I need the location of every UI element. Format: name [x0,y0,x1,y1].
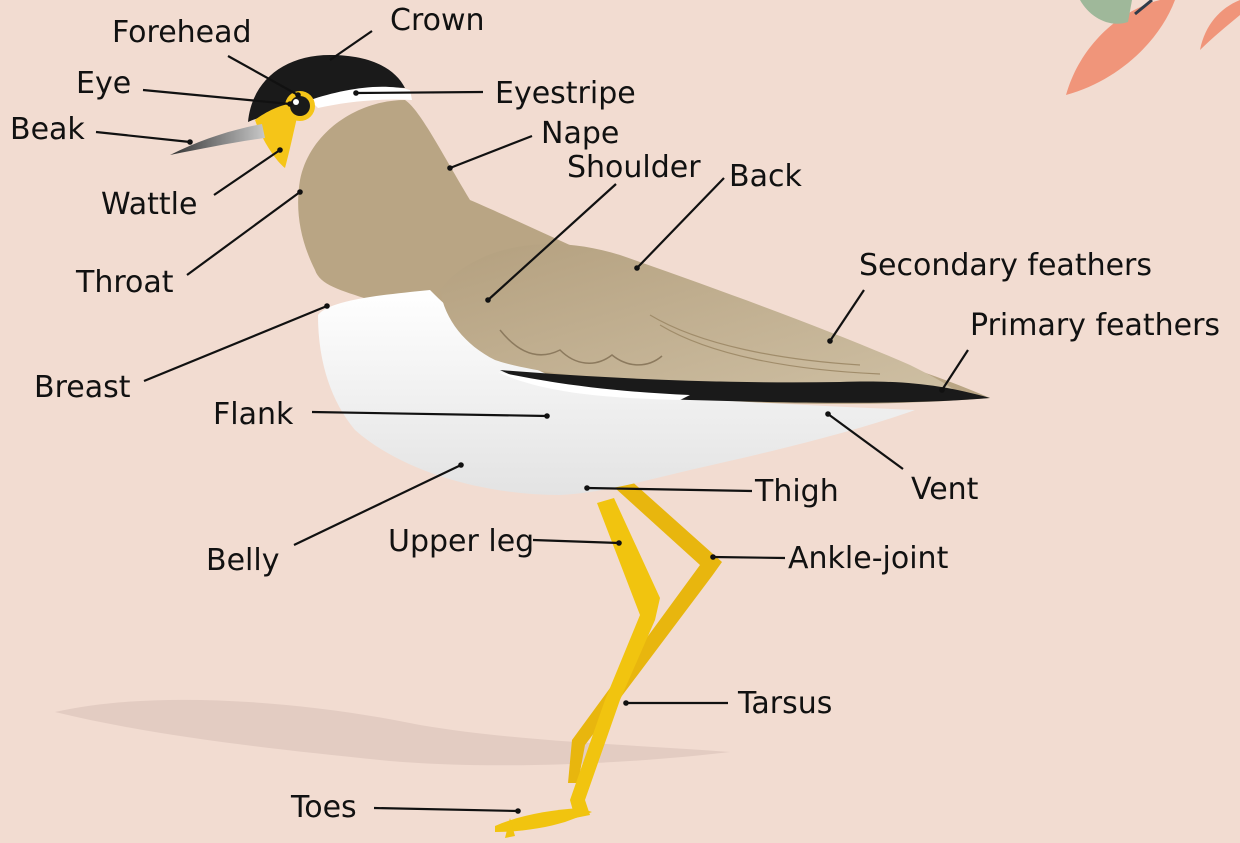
label-eyestripe: Eyestripe [495,76,636,111]
label-beak: Beak [10,112,85,147]
label-toes: Toes [290,790,357,825]
label-vent: Vent [911,472,979,507]
leader-nape [450,136,532,168]
decorative-leaves [1066,0,1240,95]
leader-crown [330,31,372,60]
label-belly: Belly [206,543,279,578]
label-ankle-joint: Ankle-joint [788,541,949,576]
label-nape: Nape [541,116,619,151]
label-secondary-feathers: Secondary feathers [859,248,1152,283]
label-wattle: Wattle [101,187,197,222]
leader-upper-leg [533,540,619,543]
leader-beak [96,132,190,142]
label-forehead: Forehead [112,15,252,50]
label-tarsus: Tarsus [737,686,832,721]
label-eye: Eye [76,66,131,101]
label-upper-leg: Upper leg [388,524,534,559]
label-back: Back [729,159,802,194]
leader-toes [374,808,518,811]
label-shoulder: Shoulder [567,150,701,185]
label-breast: Breast [34,370,131,405]
leader-breast [144,306,327,381]
leader-eyestripe [356,92,483,93]
leader-ankle-joint [713,557,785,558]
ground-shadow [55,700,730,765]
label-primary-feathers: Primary feathers [970,308,1220,343]
leader-back [637,178,724,268]
label-thigh: Thigh [754,474,839,509]
label-throat: Throat [75,265,174,300]
leader-wattle [214,150,280,195]
leader-thigh [587,488,752,491]
leader-secondary-feathers [830,290,864,341]
leader-throat [187,192,300,275]
label-flank: Flank [213,397,294,432]
label-crown: Crown [390,3,485,38]
